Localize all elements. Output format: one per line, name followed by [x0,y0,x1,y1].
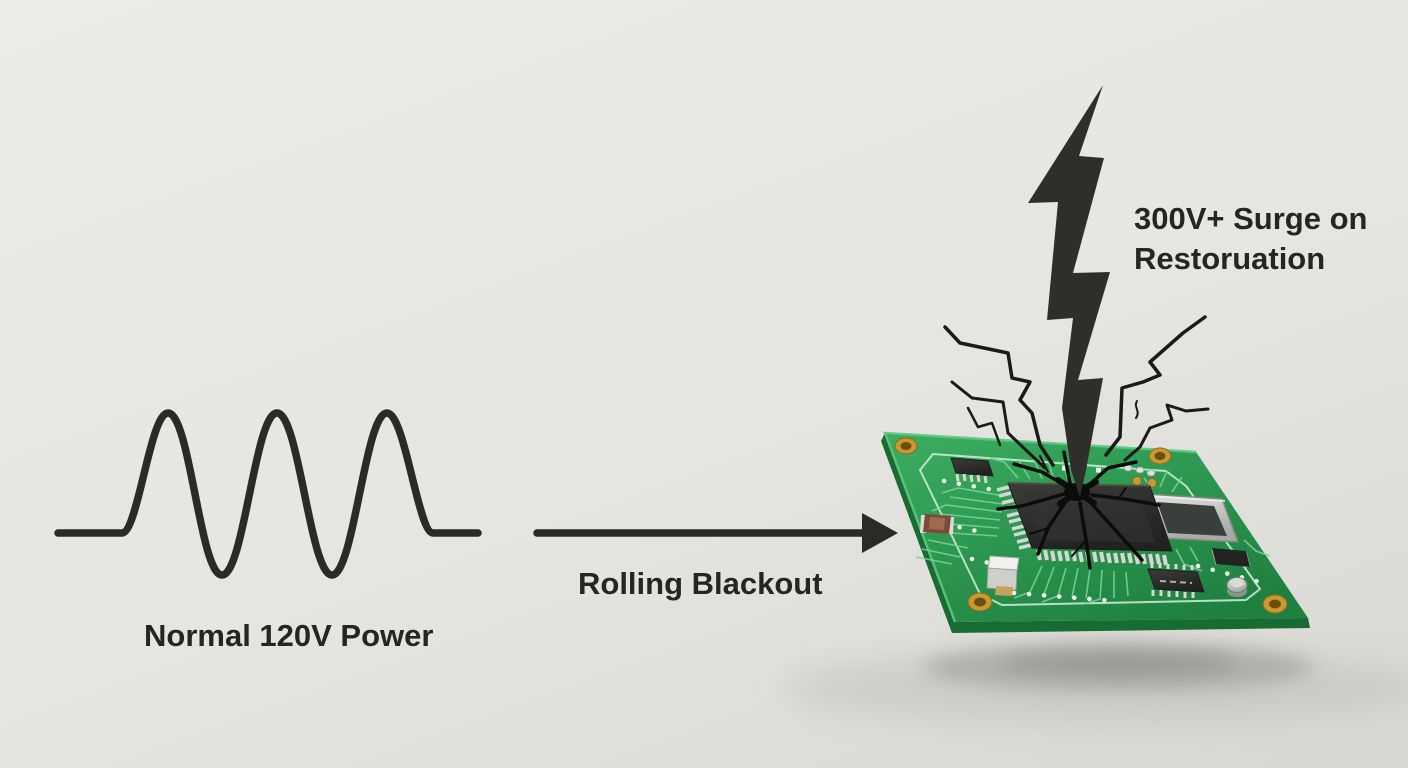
hole-center [1154,452,1166,460]
mounting-hole-topleft [894,437,918,455]
inductor-body [1212,548,1250,567]
traces-left [923,487,1005,537]
cylindrical-capacitor [1226,577,1248,597]
board-edge-highlight [883,431,1197,623]
hole-center [974,597,986,607]
soic1-body [950,457,994,477]
soic-chip-topleft [950,457,994,484]
soic2-marking [1159,580,1193,584]
via-dots-1 [941,478,1003,494]
crystal-highlight [1149,495,1226,502]
metal-can-module [986,555,1020,591]
gold-bead-capacitors [1123,464,1157,488]
rolling-blackout-arrow [533,513,898,553]
soic2-pins-bottom [1151,590,1195,598]
spark-right-1 [1104,315,1207,457]
chip-cracks [996,450,1161,570]
surge-caption-line1: 300V+ Surge on [1134,201,1368,236]
cylcap-top [1230,578,1244,588]
lightning-bolt-icon [1028,85,1110,497]
via-dots-2 [927,518,989,536]
normal-power-caption: Normal 120V Power [144,618,434,653]
cap-top [929,517,945,530]
silver-cap-2 [1135,466,1145,474]
black-inductor [1211,548,1251,568]
crystal-top [1157,502,1227,536]
surge-caption-line2: Restoruation [1134,241,1326,276]
can-top [987,555,1020,571]
hole-center [900,442,912,450]
crack-lines-minor [1029,455,1127,557]
sine-wave [54,409,482,579]
rolling-blackout-caption: Rolling Blackout [578,566,823,601]
circuit-board [881,431,1310,633]
qfp-die-area [1022,492,1156,543]
soic-chip-bottomright [1147,563,1205,598]
silver-cap-3 [1146,469,1156,477]
board-shadow-inner [1000,650,1236,676]
mounting-hole-bottomleft [967,592,993,612]
spark-left-2 [950,380,1047,470]
silkscreen-outline [919,453,1261,606]
soic2-body [1147,568,1205,593]
soic1-pins [955,473,988,484]
crystal-oscillator [1144,493,1240,543]
mounting-hole-topright [1148,447,1172,465]
arrow-head-icon [862,513,898,553]
capacitor-cluster [920,514,954,534]
spark-right-2 [1123,403,1210,462]
via-dots-5 [969,556,1005,569]
via-dots-4 [1195,563,1263,585]
spark-left-3 [966,406,1002,447]
spark-left-1 [943,325,1055,467]
traces-lower-left [915,539,969,565]
soic2-pins-top [1150,563,1194,570]
mounting-hole-bottomright [1262,594,1288,614]
surge-caption: 300V+ Surge on Restoruation [1134,199,1367,279]
gold-bead-1 [1132,476,1142,486]
spark-right-3 [1134,400,1139,419]
tan-component [995,586,1013,596]
hole-center [1269,599,1281,609]
impact-blob [1064,483,1090,501]
board-shadow [785,643,1408,726]
via-dots-3 [1011,590,1119,604]
electric-sparks [943,315,1210,470]
